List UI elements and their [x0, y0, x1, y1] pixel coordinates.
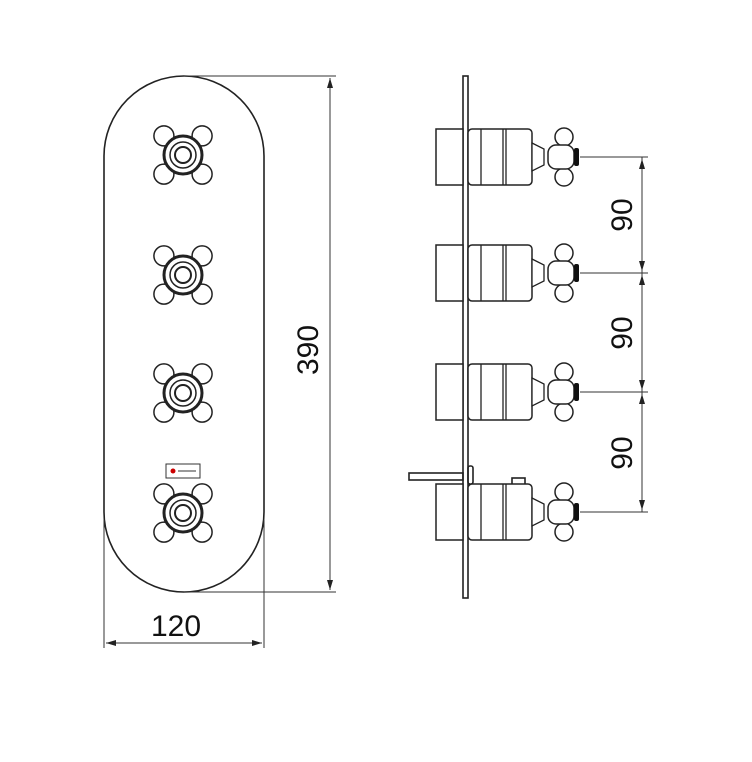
handle-lobe [554, 283, 574, 303]
spacing-label-1: 90 [606, 198, 639, 231]
spacing-dimensions: 90 90 90 [580, 156, 648, 513]
handle-lobe [554, 243, 574, 263]
handle-cap [574, 503, 579, 521]
handle-cap [574, 264, 579, 282]
dimension-arrow [639, 500, 645, 510]
side-view [408, 75, 579, 599]
valve-cartridge [467, 128, 533, 186]
handle-cap [574, 383, 579, 401]
handle-lobe [554, 362, 574, 382]
handle-neck [531, 257, 545, 289]
handle-cap [174, 146, 192, 164]
side-handles [435, 127, 579, 542]
handle-neck [531, 496, 545, 528]
handle-cap [174, 384, 192, 402]
valve-rear [435, 244, 464, 302]
handle-lobe [554, 167, 574, 187]
cross-handle-front[interactable] [153, 483, 213, 543]
handle-cap [174, 266, 192, 284]
valve-body-side [435, 127, 579, 187]
handle-lobe [554, 482, 574, 502]
front-view [103, 75, 265, 593]
temperature-scale-icon [165, 463, 201, 479]
cross-handle-front[interactable] [153, 125, 213, 185]
handle-lobe [554, 402, 574, 422]
spacing-label-3: 90 [606, 436, 639, 469]
dimension-arrow [639, 159, 645, 169]
cross-handle-side[interactable] [547, 243, 579, 303]
handle-hub [547, 260, 575, 286]
cross-handle-front[interactable] [153, 245, 213, 305]
dimension-arrow [639, 261, 645, 271]
handle-neck [531, 141, 545, 173]
handle-lobe [554, 522, 574, 542]
side-plate [462, 75, 469, 599]
handle-hub [547, 379, 575, 405]
cross-handle-front[interactable] [153, 363, 213, 423]
spacing-label-2: 90 [606, 316, 639, 349]
cross-handle-side[interactable] [547, 482, 579, 542]
valve-rear [435, 363, 464, 421]
width-dimension: 120 [103, 520, 265, 648]
dimension-arrow [639, 380, 645, 390]
valve-cartridge [467, 483, 533, 541]
height-dimension: 390 [184, 75, 336, 593]
front-handles [153, 125, 213, 543]
dimension-arrow [639, 275, 645, 285]
handle-neck [531, 376, 545, 408]
height-label: 390 [292, 325, 325, 375]
dimension-arrow [639, 394, 645, 404]
handle-hub [547, 499, 575, 525]
valve-rear [435, 128, 464, 186]
handle-cap [174, 504, 192, 522]
cross-handle-side[interactable] [547, 127, 579, 187]
valve-rear [435, 483, 464, 541]
cross-handle-side[interactable] [547, 362, 579, 422]
handle-hub [547, 144, 575, 170]
valve-cartridge [467, 244, 533, 302]
width-label: 120 [151, 610, 201, 643]
handle-lobe [554, 127, 574, 147]
valve-body-side [435, 482, 579, 542]
valve-body-side [435, 362, 579, 422]
valve-cartridge [467, 363, 533, 421]
valve-body-side [435, 243, 579, 303]
handle-cap [574, 148, 579, 166]
